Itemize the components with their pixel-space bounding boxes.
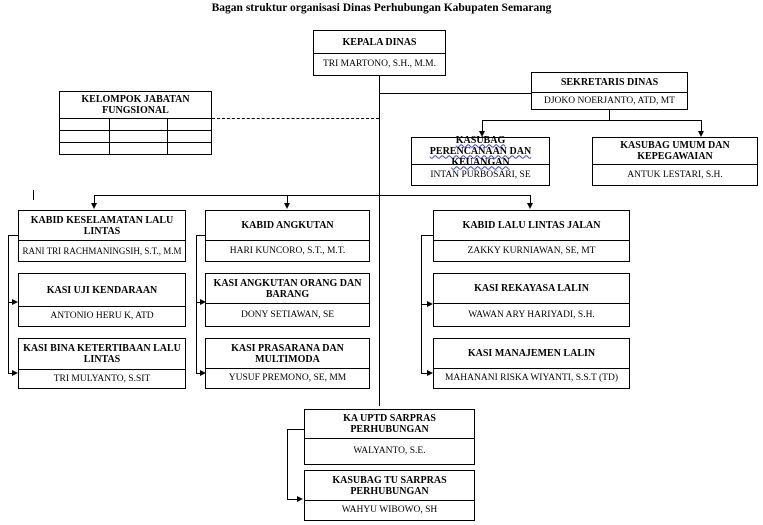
small-tick [33,190,34,200]
position-title: KASI ANGKUTAN ORANG DAN BARANG [206,274,369,304]
connector-line [379,93,531,94]
official-name: RANI TRI RACHMANINGSIH, S.T., M.M [22,245,182,256]
connector-line [701,120,702,131]
official-name: TRI MARTONO, S.H., M.M. [322,59,436,69]
ka-uptd-box: KA UPTD SARPRAS PERHUBUNGAN WALYANTO, S.… [304,409,475,465]
connector-line [196,235,197,373]
position-title: KASUBAG UMUM DAN KEPEGAWAIAN [593,138,757,165]
kasubag-tu-box: KASUBAG TU SARPRAS PERHUBUNGAN WAHYU WIB… [304,470,475,521]
official-name: WALYANTO, S.E. [353,446,426,456]
position-title: KA UPTD SARPRAS PERHUBUNGAN [305,410,474,439]
position-title: KEPALA DINAS [314,31,445,54]
kasi-rekayasa-box: KASI REKAYASA LALIN WAWAN ARY HARIYADI, … [433,273,630,327]
chart-title: Bagan struktur organisasi Dinas Perhubun… [211,2,552,14]
position-title: KABID ANGKUTAN [206,211,369,241]
position-title: KASI BINA KETERTIBAAN LALU LINTAS [19,339,185,370]
arrow-head [698,131,704,137]
connector-line [287,195,288,203]
kasi-angkutan-box: KASI ANGKUTAN ORANG DAN BARANG DONY SETI… [205,273,370,327]
arrow-head [297,496,303,502]
connector-line [530,195,531,203]
sekretaris-dinas-box: SEKRETARIS DINAS DJOKO NOERJANTO, ATD, M… [531,72,688,110]
kabid-angkutan-box: KABID ANGKUTAN HARI KUNCORO, S.T., M.T. [205,210,370,262]
kasi-prasarana-box: KASI PRASARANA DAN MULTIMODA YUSUF PREMO… [205,338,370,389]
kabid-lalin-box: KABID LALU LINTAS JALAN ZAKKY KURNIAWAN,… [433,210,630,262]
arrow-head [200,299,206,305]
empty-grid-table [60,118,211,154]
position-title: KASUBAG PERENCANAAN DAN KEUANGAN [412,135,549,168]
arrow-head [527,203,533,209]
arrow-head [284,203,290,209]
position-title: KASI PRASARANA DAN MULTIMODA [206,339,369,369]
arrow-head [12,299,18,305]
connector-line [421,304,427,305]
connector-line [482,120,483,131]
official-name: YUSUF PREMONO, SE, MM [228,373,347,383]
official-name: ZAKKY KURNIAWAN, SE, MT [467,245,596,256]
official-name: ANTONIO HERU K, ATD [50,311,154,321]
position-title: KASI UJI KENDARAAN [19,274,185,307]
arrow-head [91,203,97,209]
arrow-head [427,301,433,307]
kasubag-umum-box: KASUBAG UMUM DAN KEPEGAWAIAN ANTUK LESTA… [592,137,758,186]
jabatan-fungsional-box: KELOMPOK JABATAN FUNGSIONAL [59,91,212,155]
arrow-head [200,370,206,376]
connector-line [609,110,610,120]
official-name: ANTUK LESTARI, S.H. [627,169,723,180]
kabid-keselamatan-box: KABID KESELAMATAN LALU LINTAS RANI TRI R… [18,210,186,262]
connector-line [287,429,304,430]
connector-line [421,373,427,374]
official-name: DJOKO NOERJANTO, ATD, MT [544,95,675,106]
connector-dashed-line [212,118,379,119]
official-name: TRI MULYANTO, S.SIT [53,373,151,384]
connector-line [196,235,206,236]
connector-line [8,373,12,374]
connector-line [94,195,95,203]
connector-line [196,302,200,303]
position-title: KELOMPOK JABATAN FUNGSIONAL [81,94,190,116]
official-name: WAHYU WIBOWO, SH [341,505,438,515]
kasi-manajemen-box: KASI MANAJEMEN LALIN MAHANANI RISKA WIYA… [433,338,630,389]
connector-line [287,429,288,499]
arrow-head [12,370,18,376]
connector-line [196,373,200,374]
kepala-dinas-box: KEPALA DINAS TRI MARTONO, S.H., M.M. [313,30,446,76]
connector-line [482,120,701,121]
connector-line [8,235,18,236]
kasi-bina-box: KASI BINA KETERTIBAAN LALU LINTAS TRI MU… [18,338,186,389]
arrow-head [479,131,485,137]
connector-line [8,235,9,373]
connector-line [94,195,530,196]
official-name: WAWAN ARY HARIYADI, S.H. [468,309,595,320]
position-title: SEKRETARIS DINAS [532,73,687,93]
arrow-head [427,370,433,376]
position-title: KABID LALU LINTAS JALAN [434,211,629,241]
position-title: KASI MANAJEMEN LALIN [434,339,629,369]
position-title: KASI REKAYASA LALIN [434,274,629,304]
connector-line [421,235,433,236]
position-title: KABID KESELAMATAN LALU LINTAS [19,211,185,241]
kasi-uji-kendaraan-box: KASI UJI KENDARAAN ANTONIO HERU K, ATD [18,273,186,327]
connector-line [8,302,12,303]
kasubag-perencanaan-box: KASUBAG PERENCANAAN DAN KEUANGAN INTAN P… [411,135,550,186]
connector-line [287,499,297,500]
official-name: MAHANANI RISKA WIYANTI, S.S.T (TD) [444,373,619,383]
position-title: KASUBAG TU SARPRAS PERHUBUNGAN [305,471,474,501]
official-name: INTAN PURBOSARI, SE [430,169,531,180]
official-name: HARI KUNCORO, S.T., M.T. [229,245,346,256]
official-name: DONY SETIAWAN, SE [240,309,335,320]
connector-line [379,76,380,406]
